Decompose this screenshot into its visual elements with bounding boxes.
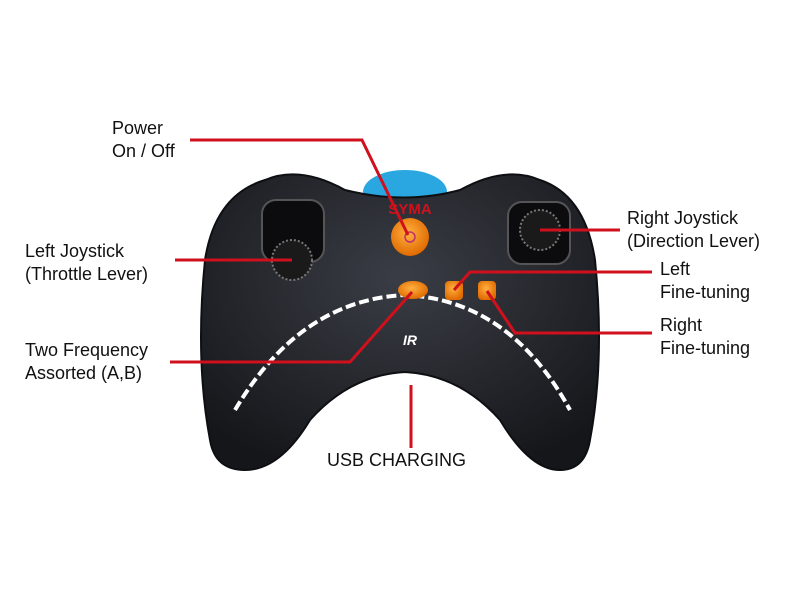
label-left-joystick-line2: (Throttle Lever) [25,264,149,284]
label-power-line1: Power [112,118,164,138]
label-right-joystick-line1: Right Joystick [627,208,739,228]
label-right-fine-tuning: Right Fine-tuning [660,314,750,360]
label-right-joystick-line2: (Direction Lever) [627,231,761,251]
label-left-fine-tuning-line2: Fine-tuning [660,282,751,302]
label-right-fine-tuning-line1: Right [660,315,703,335]
frequency-button[interactable] [398,281,428,299]
label-frequency: Two Frequency Assorted (A,B) [25,339,148,385]
leader-power [190,138,410,236]
leader-right-fine-tuning [485,290,652,335]
label-usb-charging: USB CHARGING [327,449,466,472]
label-right-joystick: Right Joystick (Direction Lever) [627,207,760,253]
label-left-joystick: Left Joystick (Throttle Lever) [25,240,148,286]
label-frequency-line2: Assorted (A,B) [25,363,143,383]
label-usb-line1: USB CHARGING [327,450,467,470]
label-power: Power On / Off [112,117,175,163]
ir-mark: IR [403,332,418,348]
label-frequency-line1: Two Frequency [25,340,149,360]
leader-lines [170,138,652,448]
power-icon [404,231,416,243]
power-button[interactable] [391,218,429,256]
label-right-fine-tuning-line2: Fine-tuning [660,338,751,358]
label-power-line2: On / Off [112,141,175,161]
label-left-fine-tuning-line1: Left [660,259,691,279]
right-trim-button[interactable] [478,281,496,300]
leader-frequency [170,291,414,364]
label-left-fine-tuning: Left Fine-tuning [660,258,750,304]
leader-left-fine-tuning [452,270,652,291]
label-left-joystick-line1: Left Joystick [25,241,125,261]
